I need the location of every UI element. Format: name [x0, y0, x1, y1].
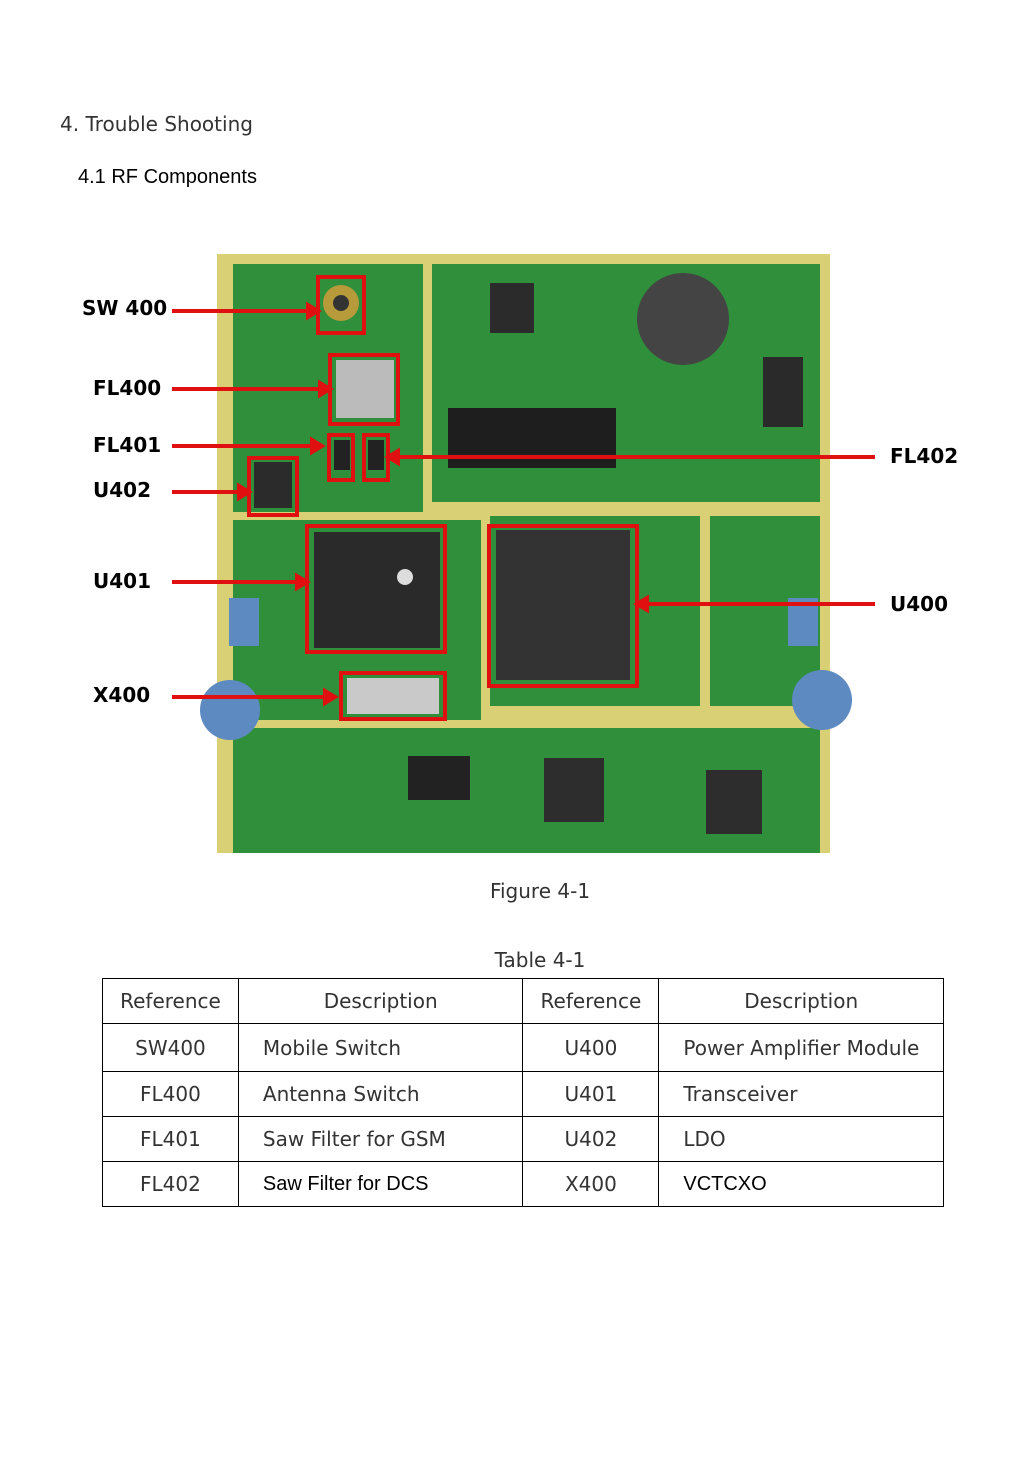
box-u401: [305, 524, 447, 654]
mounting-hole-left: [200, 680, 260, 740]
cell-description: LDO: [658, 1116, 944, 1162]
antenna-switch-chip: [336, 360, 394, 418]
cell-reference: FL402: [102, 1161, 239, 1207]
table-row: SW400 Mobile Switch U400 Power Amplifier…: [102, 1023, 944, 1072]
callout-u402: U402: [93, 478, 151, 502]
saw-filter-a: [334, 440, 350, 470]
callout-x400: X400: [93, 683, 151, 707]
header-description-2: Description: [658, 978, 944, 1024]
cell-description: Saw Filter for GSM: [237, 1116, 524, 1162]
side-switch: [763, 357, 803, 427]
table-caption: Table 4-1: [494, 948, 586, 972]
callout-arrows: [172, 301, 875, 707]
header-reference-1: Reference: [102, 978, 239, 1024]
header-reference-2: Reference: [522, 978, 660, 1024]
transceiver-chip: [314, 532, 440, 648]
box-sw400: [316, 275, 366, 335]
ic-bottom-1: [544, 758, 604, 822]
table-row: FL400 Antenna Switch U401 Transceiver: [102, 1071, 944, 1117]
section-title: 4. Trouble Shooting: [60, 112, 253, 136]
cell-reference: FL400: [102, 1071, 239, 1117]
callout-sw400: SW 400: [82, 296, 168, 320]
rf-components-table: Reference Description Reference Descript…: [102, 978, 944, 1207]
callout-u401: U401: [93, 569, 151, 593]
ic-bottom-3: [408, 756, 470, 800]
figure-caption: Figure 4-1: [489, 879, 591, 903]
slot-left: [229, 598, 259, 646]
cell-description: Antenna Switch: [237, 1071, 524, 1117]
power-amplifier-chip: [496, 530, 630, 680]
cell-description: VCTCXO: [658, 1161, 944, 1207]
table-header-row: Reference Description Reference Descript…: [102, 978, 944, 1024]
box-u402: [247, 456, 299, 517]
ldo-chip: [254, 462, 292, 508]
subsection-title: 4.1 RF Components: [78, 166, 257, 188]
callout-fl401: FL401: [93, 433, 162, 457]
highlight-boxes: [247, 275, 639, 721]
coin-cell-holder: [637, 273, 729, 365]
cell-reference: U402: [522, 1116, 660, 1162]
box-fl401: [327, 433, 355, 482]
callout-fl400: FL400: [93, 376, 162, 400]
crystal-oscillator: [347, 678, 439, 714]
cell-reference: FL401: [102, 1116, 239, 1162]
box-x400: [339, 671, 447, 721]
table-row: FL401 Saw Filter for GSM U402 LDO: [102, 1116, 944, 1162]
cell-reference: U400: [522, 1023, 660, 1072]
callout-fl402: FL402: [890, 444, 959, 468]
cell-reference: X400: [522, 1161, 660, 1207]
mounting-hole-right: [792, 670, 852, 730]
cell-reference: SW400: [102, 1023, 239, 1072]
header-description-1: Description: [237, 978, 524, 1024]
cell-description: Mobile Switch: [237, 1023, 524, 1072]
saw-filter-b: [368, 440, 384, 470]
callout-u400: U400: [890, 592, 948, 616]
cell-description: Power Amplifier Module: [658, 1023, 944, 1072]
ic-top: [490, 283, 534, 333]
pcb-photo: [172, 254, 875, 853]
table-row: FL402 Saw Filter for DCS X400 VCTCXO: [102, 1161, 944, 1207]
cell-description: Transceiver: [658, 1071, 944, 1117]
ic-bottom-2: [706, 770, 762, 834]
cell-description: Saw Filter for DCS: [237, 1161, 524, 1207]
cell-reference: U401: [522, 1071, 660, 1117]
